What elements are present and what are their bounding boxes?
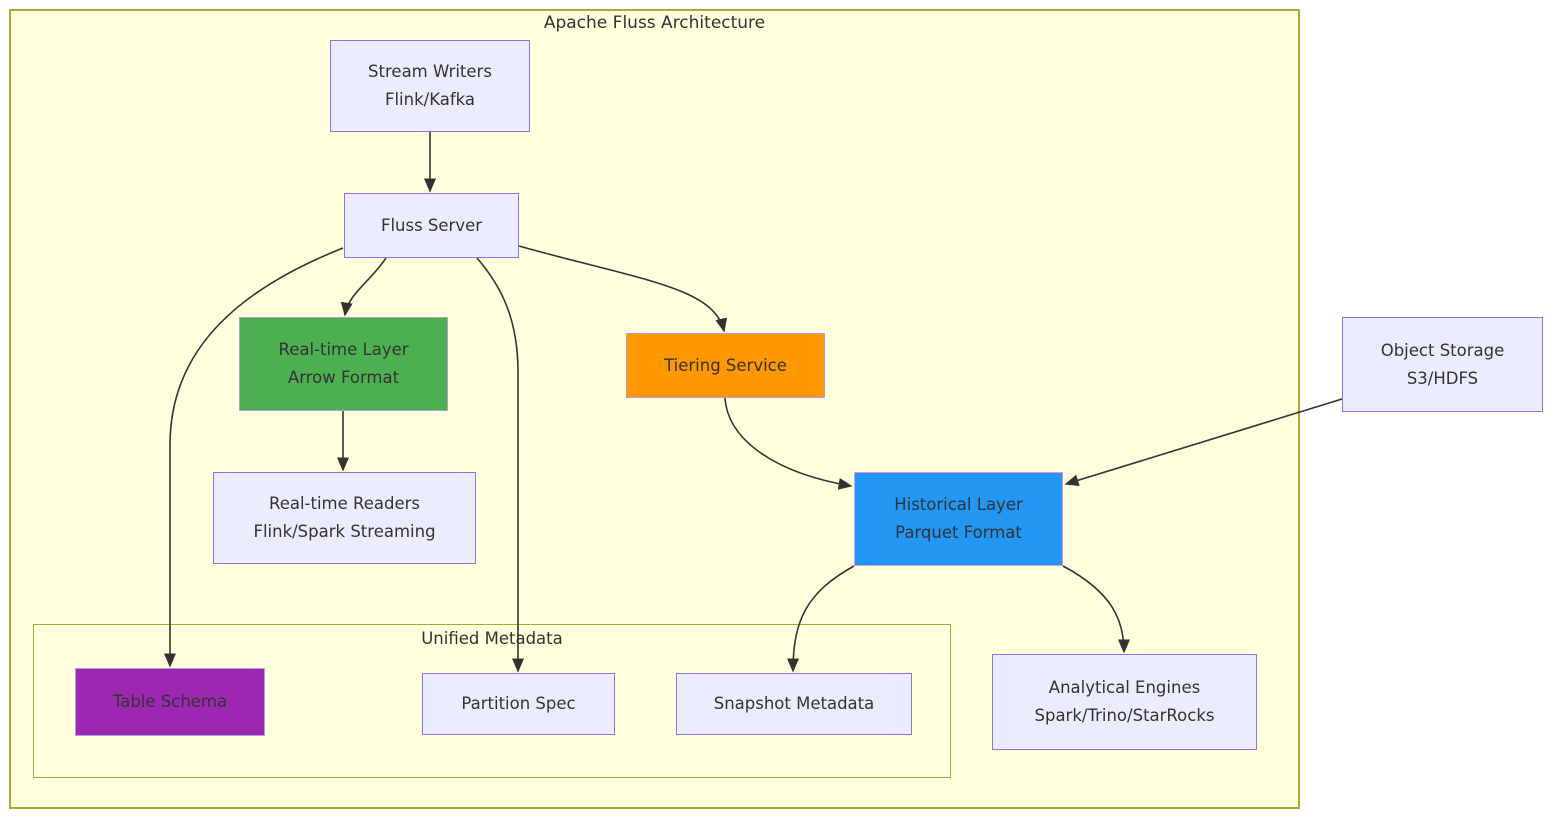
node-label: Object Storage bbox=[1380, 340, 1505, 360]
node-table-schema: Table Schema bbox=[75, 668, 265, 736]
node-label: Real-time Layer bbox=[278, 340, 409, 359]
node-analytical-engines: Analytical Engines Spark/Trino/StarRocks bbox=[992, 654, 1257, 750]
node-label: Partition Spec bbox=[461, 694, 576, 713]
node-realtime-readers: Real-time Readers Flink/Spark Streaming bbox=[213, 472, 476, 564]
node-label: Table Schema bbox=[112, 692, 228, 711]
node-snapshot-metadata: Snapshot Metadata bbox=[676, 673, 912, 735]
node-object-storage: Object Storage S3/HDFS bbox=[1342, 317, 1543, 412]
node-label: Stream Writers bbox=[368, 62, 492, 81]
node-label: Historical Layer bbox=[894, 495, 1023, 514]
unified-metadata-label: Unified Metadata bbox=[421, 629, 563, 648]
node-sublabel: Spark/Trino/StarRocks bbox=[1034, 706, 1215, 725]
node-partition-spec: Partition Spec bbox=[422, 673, 615, 735]
node-stream-writers: Stream Writers Flink/Kafka bbox=[330, 40, 530, 132]
diagram-title: Apache Fluss Architecture bbox=[543, 13, 766, 33]
node-fluss-server: Fluss Server bbox=[344, 193, 519, 258]
node-label: Fluss Server bbox=[380, 215, 483, 235]
node-historical-layer: Historical Layer Parquet Format bbox=[854, 472, 1063, 566]
node-realtime-layer: Real-time Layer Arrow Format bbox=[239, 317, 448, 411]
node-label: Snapshot Metadata bbox=[713, 694, 875, 713]
node-sublabel: S3/HDFS bbox=[1406, 368, 1479, 388]
node-sublabel: Flink/Spark Streaming bbox=[253, 522, 436, 541]
node-tiering-service: Tiering Service bbox=[626, 333, 825, 398]
node-label: Analytical Engines bbox=[1048, 678, 1201, 697]
node-sublabel: Flink/Kafka bbox=[384, 90, 476, 109]
node-label: Tiering Service bbox=[664, 355, 787, 375]
node-sublabel: Arrow Format bbox=[287, 368, 400, 387]
node-label: Real-time Readers bbox=[268, 494, 421, 513]
node-sublabel: Parquet Format bbox=[895, 523, 1022, 542]
